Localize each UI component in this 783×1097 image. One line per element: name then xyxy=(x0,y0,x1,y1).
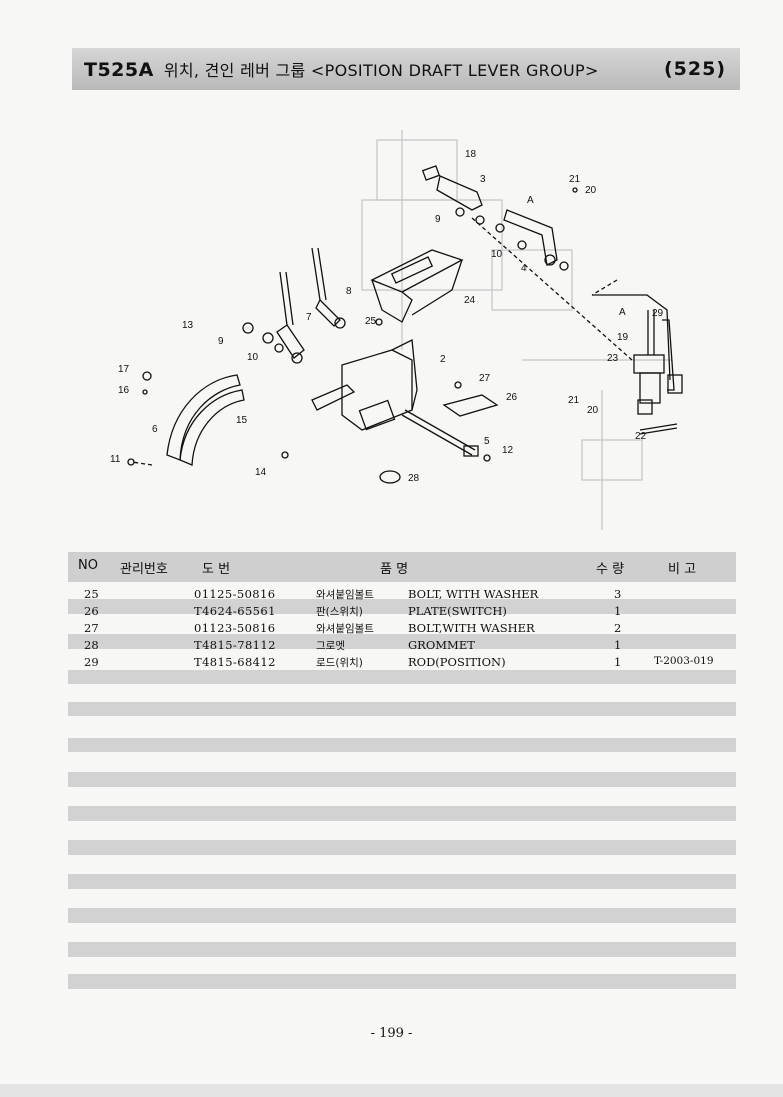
callout-label: 22 xyxy=(635,431,647,442)
callout-label: 21 xyxy=(569,174,581,185)
parts-outline xyxy=(127,165,683,484)
page-number: - 199 - xyxy=(370,1026,413,1041)
exploded-parts-diagram: 18 3 21 20 A 9 10 4 8 7 24 13 9 25 10 29… xyxy=(110,130,683,530)
header-name: 품 명 xyxy=(380,562,409,577)
table-stripe xyxy=(68,840,736,855)
callout-label: 28 xyxy=(408,473,420,484)
row-name-korean: 그로멧 xyxy=(316,640,345,652)
table-row: 28 T4815-78112 그로멧 GROMMET 1 xyxy=(68,637,736,654)
page-title-bar: T525A 위치, 견인 레버 그룹 <POSITION DRAFT LEVER… xyxy=(72,48,740,90)
table-stripe xyxy=(68,772,736,787)
callout-label: 23 xyxy=(607,353,619,364)
callout-label: 14 xyxy=(255,467,267,478)
row-note: T-2003-019 xyxy=(654,655,714,667)
callout-label: 5 xyxy=(484,436,490,447)
row-quantity: 1 xyxy=(614,638,622,652)
row-name-korean: 와셔붙임볼트 xyxy=(316,623,374,635)
row-name-korean: 로드(위치) xyxy=(316,657,363,669)
callout-label: 25 xyxy=(365,316,377,327)
header-part: 도 번 xyxy=(202,562,231,577)
callout-label: 9 xyxy=(435,214,441,225)
table-stripe xyxy=(68,670,736,684)
row-name-english: PLATE(SWITCH) xyxy=(408,604,507,618)
callout-label: 11 xyxy=(110,454,121,465)
row-name-english: BOLT, WITH WASHER xyxy=(408,587,539,601)
callout-label: 4 xyxy=(521,263,527,274)
callout-label: 18 xyxy=(465,149,477,160)
callout-label: 20 xyxy=(587,405,599,416)
table-row: 26 T4624-65561 판(스위치) PLATE(SWITCH) 1 xyxy=(68,603,736,620)
callout-label: 29 xyxy=(652,308,664,319)
row-no: 26 xyxy=(84,604,99,618)
scan-bottom-edge xyxy=(0,1084,783,1097)
callout-label: 9 xyxy=(218,336,224,347)
callout-label: 7 xyxy=(306,312,312,323)
callout-label: 19 xyxy=(617,332,629,343)
row-name-english: ROD(POSITION) xyxy=(408,655,506,669)
callout-label: A xyxy=(619,307,626,318)
header-no: NO xyxy=(78,558,98,573)
table-stripe xyxy=(68,806,736,821)
row-part-number: T4624-65561 xyxy=(194,604,276,618)
faint-background-drawing xyxy=(361,130,672,530)
table-stripe xyxy=(68,874,736,889)
callout-label: 13 xyxy=(182,320,194,331)
callout-label: 27 xyxy=(479,373,491,384)
callout-label: 17 xyxy=(118,364,130,375)
table-stripe xyxy=(68,634,736,649)
callout-label: 10 xyxy=(491,249,503,260)
callout-label: 8 xyxy=(346,286,352,297)
row-quantity: 2 xyxy=(614,621,622,635)
callout-label: A xyxy=(527,195,534,206)
title-left: T525A 위치, 견인 레버 그룹 <POSITION DRAFT LEVER… xyxy=(84,57,599,81)
table-row: 27 01123-50816 와셔붙임볼트 BOLT,WITH WASHER 2 xyxy=(68,620,736,637)
header-note: 비 고 xyxy=(668,562,697,577)
row-part-number: 01123-50816 xyxy=(194,621,276,635)
callout-label: 12 xyxy=(502,445,514,456)
table-stripe xyxy=(68,702,736,716)
callout-label: 20 xyxy=(585,185,597,196)
row-name-english: GROMMET xyxy=(408,638,475,652)
callout-label: 15 xyxy=(236,415,248,426)
group-page-code: (525) xyxy=(663,58,726,80)
table-header: NO 관리번호 도 번 품 명 수 량 비 고 xyxy=(68,552,736,582)
row-no: 25 xyxy=(84,587,99,601)
callout-label: 10 xyxy=(247,352,259,363)
table-row: 25 01125-50816 와셔붙임볼트 BOLT, WITH WASHER … xyxy=(68,586,736,603)
row-name-korean: 판(스위치) xyxy=(316,606,363,618)
row-part-number: T4815-78112 xyxy=(194,638,276,652)
table-row: 29 T4815-68412 로드(위치) ROD(POSITION) 1 T-… xyxy=(68,654,736,671)
row-no: 29 xyxy=(84,655,99,669)
row-quantity: 1 xyxy=(614,604,622,618)
callout-label: 3 xyxy=(480,174,486,185)
row-name-english: BOLT,WITH WASHER xyxy=(408,621,535,635)
row-quantity: 1 xyxy=(614,655,622,669)
group-code: T525A xyxy=(84,59,154,81)
callout-labels: 18 3 21 20 A 9 10 4 8 7 24 13 9 25 10 29… xyxy=(110,149,664,484)
table-stripe xyxy=(68,974,736,989)
callout-label: 2 xyxy=(440,354,446,365)
row-part-number: 01125-50816 xyxy=(194,587,276,601)
row-part-number: T4815-68412 xyxy=(194,655,276,669)
row-no: 27 xyxy=(84,621,99,635)
callout-label: 16 xyxy=(118,385,130,396)
row-quantity: 3 xyxy=(614,587,622,601)
table-stripe xyxy=(68,942,736,957)
table-stripe xyxy=(68,908,736,923)
group-title: 위치, 견인 레버 그룹 <POSITION DRAFT LEVER GROUP… xyxy=(163,61,599,80)
row-name-korean: 와셔붙임볼트 xyxy=(316,589,374,601)
header-qty: 수 량 xyxy=(596,562,625,577)
callout-label: 21 xyxy=(568,395,580,406)
row-no: 28 xyxy=(84,638,99,652)
callout-label: 24 xyxy=(464,295,476,306)
table-stripe xyxy=(68,738,736,752)
header-code: 관리번호 xyxy=(120,562,168,577)
callout-label: 26 xyxy=(506,392,518,403)
table-stripe xyxy=(68,599,736,614)
callout-label: 6 xyxy=(152,424,158,435)
